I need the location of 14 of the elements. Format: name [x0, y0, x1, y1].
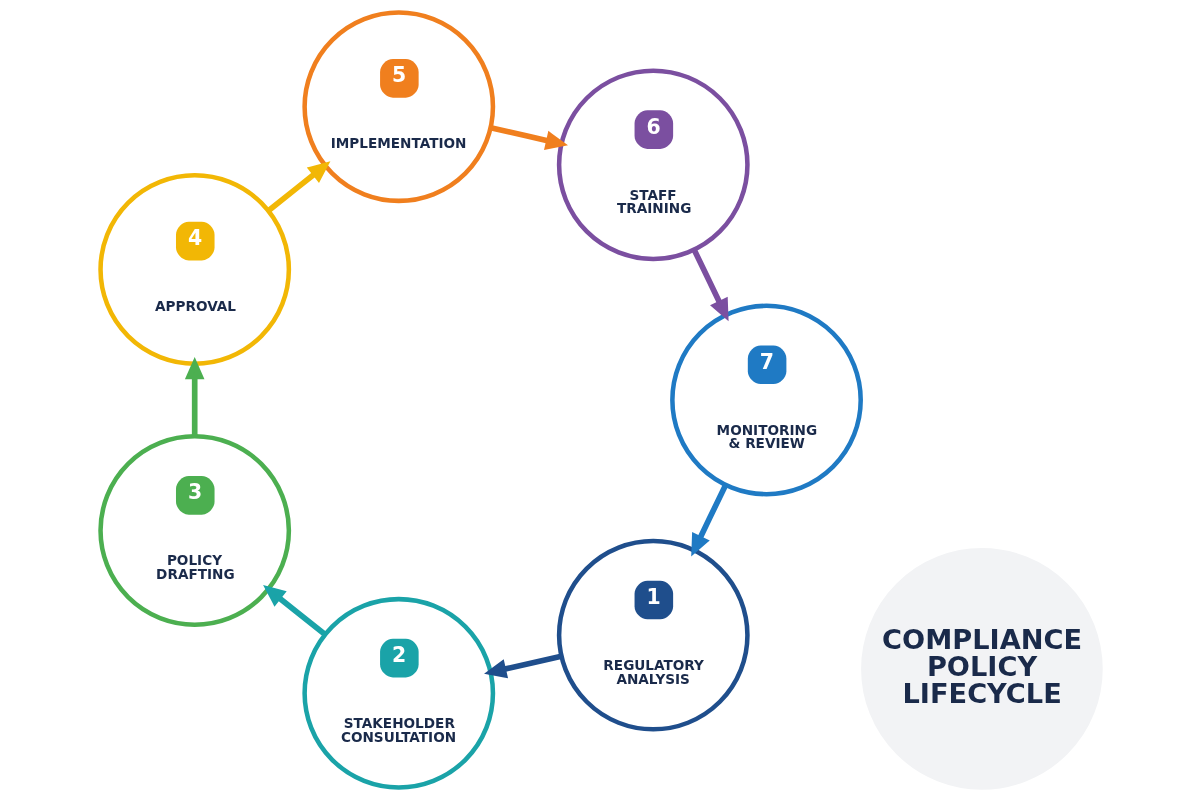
- arrow: [691, 248, 729, 322]
- arrow: [266, 161, 330, 213]
- node-circle: 1 REGULATORY ANALYSIS: [556, 538, 750, 732]
- node-circle: 7 MONITORING & REVIEW: [669, 303, 863, 497]
- arrow: [184, 356, 204, 437]
- node-circle: 4 APPROVAL: [97, 173, 291, 366]
- node-circle: 5 IMPLEMENTATION: [301, 10, 495, 204]
- arrow: [690, 483, 728, 557]
- node-circle: 3 POLICY DRAFTING: [97, 434, 291, 627]
- node-circle: 2 STAKEHOLDER CONSULTATION: [301, 596, 495, 790]
- arrow: [262, 585, 327, 637]
- arrow: [483, 653, 562, 679]
- arrow: [489, 124, 568, 150]
- node-circle: 6 STAFF TRAINING: [556, 68, 750, 262]
